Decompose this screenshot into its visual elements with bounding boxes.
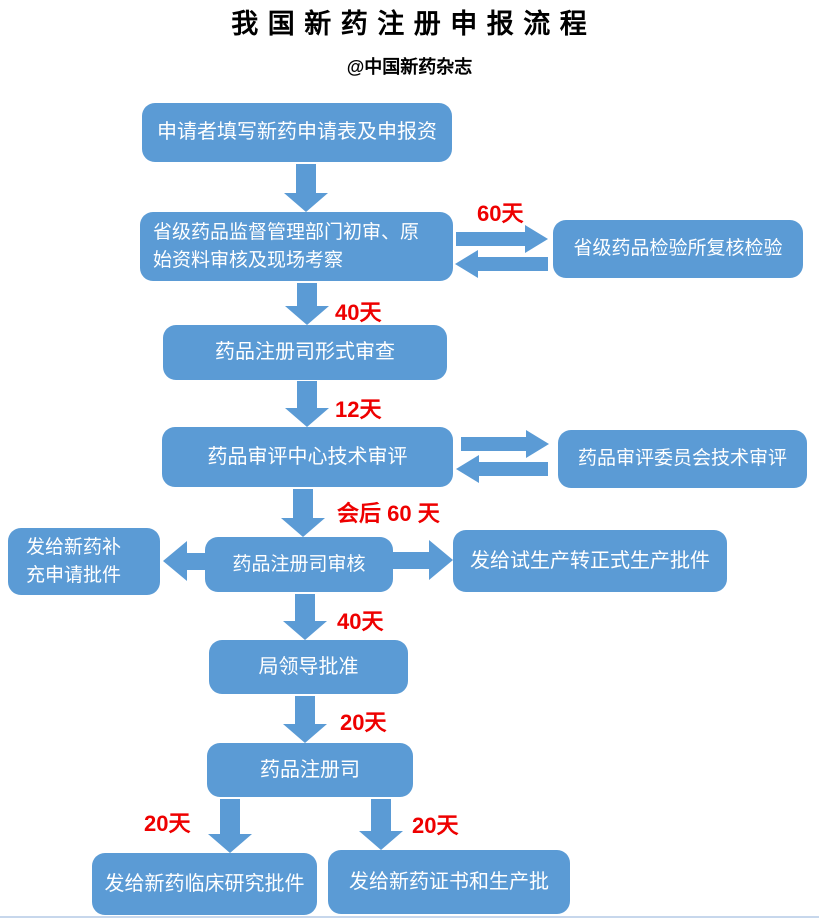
down-arrow-8 <box>359 799 403 850</box>
duration-20days-left: 20天 <box>144 811 191 836</box>
duration-40days-2: 40天 <box>337 609 384 634</box>
down-arrow-1-shaft <box>296 164 316 193</box>
down-arrow-4-head <box>281 518 325 537</box>
left-arrow-from-committee <box>456 455 548 483</box>
node-drug-evaluation-center: 药品审评中心技术审评 <box>162 427 453 487</box>
down-arrow-1-head <box>284 193 328 212</box>
right-arrow-to-committee-head <box>526 430 549 458</box>
bottom-divider <box>0 916 819 918</box>
down-arrow-5-shaft <box>295 594 315 621</box>
node-trial-to-formal-production-approval: 发给试生产转正式生产批件 <box>453 530 727 592</box>
node-registration-dept-audit: 药品注册司审核 <box>205 537 393 592</box>
down-arrow-7-shaft <box>220 799 240 834</box>
duration-12days: 12天 <box>335 397 382 422</box>
duration-20days-1: 20天 <box>340 710 387 735</box>
page-title: 我 国 新 药 注 册 申 报 流 程 <box>231 9 588 39</box>
down-arrow-6 <box>283 696 327 743</box>
right-arrow-to-committee <box>461 430 549 458</box>
right-arrow-to-test-institute <box>456 225 548 253</box>
left-arrow-to-supplementary-shaft <box>187 552 205 570</box>
down-arrow-4-shaft <box>293 489 313 518</box>
node-clinical-research-approval: 发给新药临床研究批件 <box>92 853 317 915</box>
down-arrow-2 <box>285 283 329 325</box>
right-arrow-to-test-institute-head <box>525 225 548 253</box>
right-arrow-to-trial-production-shaft <box>393 551 429 569</box>
down-arrow-4 <box>281 489 325 537</box>
left-arrow-from-committee-shaft <box>479 462 548 476</box>
down-arrow-6-head <box>283 724 327 743</box>
node-certificate-production-approval: 发给新药证书和生产批 <box>328 850 570 914</box>
left-arrow-from-test-institute <box>455 250 548 278</box>
node-drug-evaluation-committee: 药品审评委员会技术审评 <box>558 430 807 488</box>
duration-60days-after-meeting: 会后 60 天 <box>337 501 440 526</box>
duration-20days-right: 20天 <box>412 813 459 838</box>
left-arrow-to-supplementary <box>163 541 205 581</box>
down-arrow-5 <box>283 594 327 640</box>
left-arrow-from-committee-head <box>456 455 479 483</box>
down-arrow-7-head <box>208 834 252 853</box>
down-arrow-2-shaft <box>297 283 317 306</box>
duration-60days: 60天 <box>477 201 524 226</box>
right-arrow-to-committee-shaft <box>461 437 526 451</box>
duration-40days-1: 40天 <box>335 300 382 325</box>
down-arrow-3 <box>285 381 329 427</box>
down-arrow-7 <box>208 799 252 853</box>
right-arrow-to-test-institute-shaft <box>456 232 525 246</box>
down-arrow-1 <box>284 164 328 212</box>
down-arrow-2-head <box>285 306 329 325</box>
node-applicant-form: 申请者填写新药申请表及申报资 <box>142 103 452 162</box>
right-arrow-to-trial-production-head <box>429 540 453 580</box>
node-registration-dept: 药品注册司 <box>207 743 413 797</box>
down-arrow-8-shaft <box>371 799 391 831</box>
down-arrow-8-head <box>359 831 403 850</box>
down-arrow-3-shaft <box>297 381 317 408</box>
node-supplementary-approval: 发给新药补充申请批件 <box>8 528 160 595</box>
down-arrow-5-head <box>283 621 327 640</box>
node-provincial-authority-review: 省级药品监督管理部门初审、原始资料审核及现场考察 <box>140 212 453 281</box>
left-arrow-to-supplementary-head <box>163 541 187 581</box>
node-registration-dept-formal-review: 药品注册司形式审查 <box>163 325 447 380</box>
down-arrow-6-shaft <box>295 696 315 724</box>
left-arrow-from-test-institute-shaft <box>478 257 548 271</box>
node-bureau-leader-approval: 局领导批准 <box>209 640 408 694</box>
node-provincial-drug-test-institute: 省级药品检验所复核检验 <box>553 220 803 278</box>
left-arrow-from-test-institute-head <box>455 250 478 278</box>
page-subtitle: @中国新药杂志 <box>346 57 473 77</box>
right-arrow-to-trial-production <box>393 540 453 580</box>
down-arrow-3-head <box>285 408 329 427</box>
